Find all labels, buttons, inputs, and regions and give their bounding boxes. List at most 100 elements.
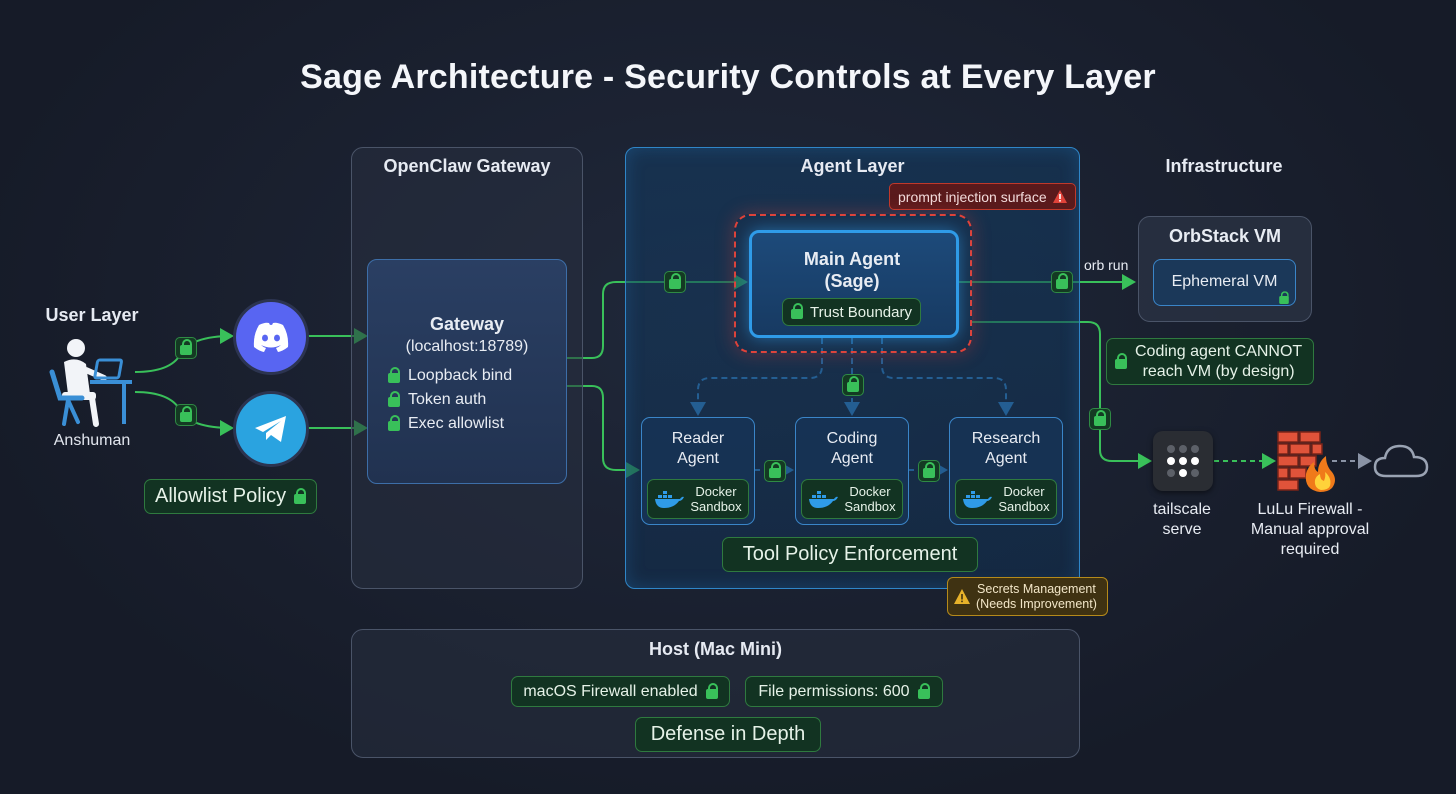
file-permissions-label: File permissions: 600 xyxy=(758,682,910,700)
reader-agent-suffix: Agent xyxy=(677,450,719,467)
lock-icon xyxy=(388,415,400,431)
lulu-label: LuLu Firewall - Manual approval required xyxy=(1236,500,1384,560)
gateway-control-item: Loopback bind xyxy=(388,364,512,388)
lock-icon xyxy=(1051,271,1073,293)
tailscale-label: tailscale serve xyxy=(1132,500,1232,540)
docker-icon xyxy=(963,491,993,508)
edge-main-tailscale xyxy=(970,321,1152,469)
secrets-status: (Needs Improvement) xyxy=(976,596,1097,611)
main-agent-name: Main Agent xyxy=(803,249,901,269)
research-agent-suffix: Agent xyxy=(985,450,1027,467)
reader-agent-title: Reader Agent xyxy=(641,429,755,469)
lock-icon xyxy=(294,487,307,504)
discord-icon[interactable] xyxy=(236,302,306,372)
tool-policy-badge: Tool Policy Enforcement xyxy=(722,537,978,572)
diagram-title: Sage Architecture - Security Controls at… xyxy=(300,58,1156,96)
prompt-injection-label: prompt injection surface xyxy=(898,188,1047,205)
lulu-line: required xyxy=(1280,541,1340,558)
firewall-icon[interactable] xyxy=(1276,428,1342,494)
research-agent-title: Research Agent xyxy=(949,429,1063,469)
gateway-box[interactable] xyxy=(367,259,567,484)
host-label: Host (Mac Mini) xyxy=(649,639,782,659)
orbstack-vm-title: OrbStack VM xyxy=(1168,226,1282,246)
docker-icon xyxy=(655,491,685,508)
lock-icon xyxy=(1089,408,1111,430)
coding-note-line: Coding agent CANNOT xyxy=(1135,342,1303,360)
openclaw-gateway-label: OpenClaw Gateway xyxy=(383,156,551,176)
research-agent-name: Research xyxy=(971,430,1041,447)
lock-icon xyxy=(842,374,864,396)
gateway-control-label: Loopback bind xyxy=(408,367,513,384)
lock-icon xyxy=(175,404,197,426)
gateway-control-item: Exec allowlist xyxy=(388,412,512,436)
lock-icon xyxy=(1115,352,1127,369)
allowlist-policy-label: Allowlist Policy xyxy=(155,485,287,507)
coding-agent-suffix: Agent xyxy=(831,450,873,467)
docker-label: Docker xyxy=(849,484,891,499)
sandbox-label: Sandbox xyxy=(998,499,1050,514)
trust-boundary-badge: Trust Boundary xyxy=(782,298,921,326)
trust-boundary-halo xyxy=(734,214,972,353)
tailscale-icon[interactable] xyxy=(1153,431,1213,491)
secrets-management-badge: Secrets Management(Needs Improvement) xyxy=(947,577,1108,616)
user-icon xyxy=(49,339,132,427)
lock-icon xyxy=(664,271,686,293)
warning-icon xyxy=(954,589,970,604)
gateway-address: (localhost:18789) xyxy=(405,338,529,355)
sandbox-label: Sandbox xyxy=(844,499,896,514)
telegram-icon[interactable] xyxy=(236,394,306,464)
allowlist-policy-badge: Allowlist Policy xyxy=(144,479,318,514)
prompt-injection-badge: prompt injection surface xyxy=(889,183,1076,210)
lock-icon xyxy=(388,391,400,407)
gateway-control-item: Token auth xyxy=(388,388,512,412)
coding-agent-note: Coding agent CANNOT reach VM (by design) xyxy=(1106,338,1314,385)
docker-label: Docker xyxy=(695,484,737,499)
coding-agent-title: Coding Agent xyxy=(795,429,909,469)
coding-agent-name: Coding xyxy=(826,430,878,447)
gateway-title: Gateway xyxy=(429,314,505,334)
gateway-controls-list: Loopback bind Token auth Exec allowlist xyxy=(388,364,512,436)
lock-icon xyxy=(764,460,786,482)
lock-icon xyxy=(388,367,400,383)
lulu-line: Manual approval xyxy=(1250,521,1370,538)
coding-note-line: reach VM (by design) xyxy=(1142,362,1295,380)
lulu-line: LuLu Firewall - xyxy=(1257,501,1363,518)
docker-icon xyxy=(809,491,839,508)
trust-boundary-label: Trust Boundary xyxy=(810,303,912,321)
infrastructure-label: Infrastructure xyxy=(1165,156,1283,176)
ephemeral-vm-label: Ephemeral VM xyxy=(1171,273,1278,290)
docker-label: Docker xyxy=(1003,484,1045,499)
gateway-control-label: Exec allowlist xyxy=(408,415,505,432)
orb-run-label: orb run xyxy=(1084,257,1129,273)
agent-layer-label: Agent Layer xyxy=(800,156,905,176)
user-name: Anshuman xyxy=(53,432,131,449)
sandbox-label: Sandbox xyxy=(690,499,742,514)
lock-icon xyxy=(1279,290,1289,304)
main-agent-alias: (Sage) xyxy=(824,271,880,291)
user-layer-label: User Layer xyxy=(45,305,139,325)
file-permissions-badge: File permissions: 600 xyxy=(745,676,943,707)
edge-gateway-reader xyxy=(567,385,640,478)
lock-icon xyxy=(175,337,197,359)
tailscale-cmd: serve xyxy=(1162,521,1202,538)
cloud-icon xyxy=(1373,444,1429,478)
lock-icon xyxy=(791,303,803,319)
secrets-label: Secrets Management xyxy=(977,581,1096,596)
warning-icon xyxy=(1052,190,1067,203)
macos-firewall-label: macOS Firewall enabled xyxy=(523,682,698,700)
lock-icon xyxy=(917,682,930,699)
ephemeral-vm-box[interactable] xyxy=(1153,259,1296,306)
reader-agent-name: Reader xyxy=(671,430,725,447)
lock-icon xyxy=(705,682,718,699)
defense-in-depth-badge: Defense in Depth xyxy=(635,717,821,752)
macos-firewall-badge: macOS Firewall enabled xyxy=(511,676,730,707)
lock-icon xyxy=(918,460,940,482)
edge-gateway-main xyxy=(567,274,748,359)
tailscale-name: tailscale xyxy=(1153,501,1211,518)
main-agent-title: Main Agent (Sage) xyxy=(749,248,955,292)
gateway-control-label: Token auth xyxy=(408,391,487,408)
